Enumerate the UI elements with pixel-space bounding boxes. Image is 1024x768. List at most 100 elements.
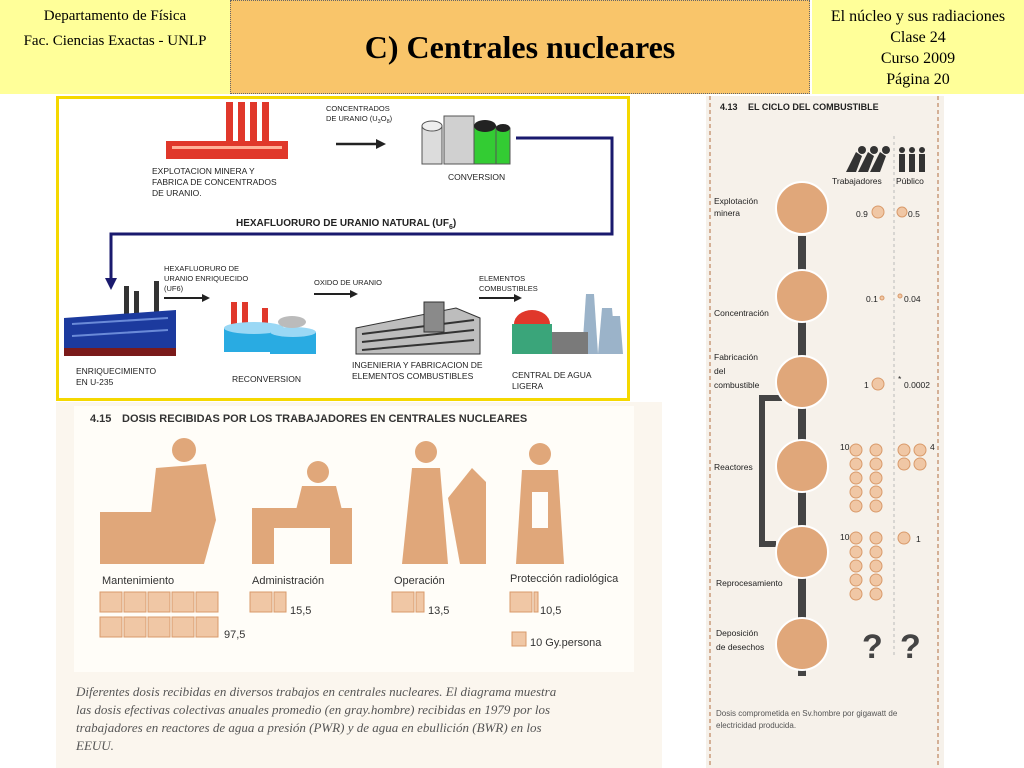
enrichment-plant-icon (64, 281, 176, 356)
reactor-workers-circles (849, 443, 883, 513)
stage-label-reactors: Reactores (714, 462, 753, 472)
public-icon (899, 147, 925, 172)
dose-panel: 4.15 DOSIS RECIBIDAS POR LOS TRABAJADORE… (56, 402, 662, 768)
conversion-label: CONVERSION (448, 172, 505, 182)
page-number: Página 20 (886, 71, 950, 88)
course-year: Curso 2009 (880, 50, 956, 67)
public-column-label: Público (896, 176, 924, 186)
reactors-workers-value: 10 (840, 442, 850, 452)
engineering-label-1: INGENIERIA Y FABRICACION DE (352, 360, 483, 370)
radiation-protection-label: Protección radiológica (510, 573, 619, 585)
operation-worker-icon (402, 441, 486, 564)
dose-figure-title: DOSIS RECIBIDAS POR LOS TRABAJADORES EN … (122, 413, 527, 425)
workers-column-label: Trabajadores (832, 176, 882, 186)
concentration-public-value: 0.04 (904, 294, 921, 304)
mining-label-2: FABRICA DE CONCENTRADOS (152, 177, 277, 187)
uranium-oxide-label: DE URANIO (U3O8) (326, 114, 393, 125)
legend-swatch (511, 631, 527, 647)
oxide-label: OXIDO DE URANIO (314, 278, 382, 287)
reprocessing-workers-value: 10 (840, 532, 850, 542)
fuel-cycle-diagram: EXPLOTACION MINERA Y FABRICA DE CONCENTR… (56, 96, 630, 401)
stage-label-mining-2: minera (714, 208, 740, 218)
concentration-stage-icon (775, 269, 829, 323)
caption-line-2: las dosis efectivas colectivas anuales p… (76, 702, 550, 717)
light-water-label-1: CENTRAL DE AGUA (512, 370, 592, 380)
administration-label: Administración (252, 575, 324, 587)
administration-value: 15,5 (290, 605, 311, 617)
mining-factory-icon (166, 102, 288, 159)
enriched-label-3: (UF6) (164, 284, 184, 293)
enrichment-label-2: EN U-235 (76, 377, 114, 387)
stage-label-concentration: Concentración (714, 308, 769, 318)
enrichment-label-1: ENRIQUECIMIENTO (76, 366, 157, 376)
radiation-protection-worker-icon (516, 443, 564, 564)
maintenance-value: 97,5 (224, 629, 245, 641)
reconversion-label: RECONVERSION (232, 374, 301, 384)
operation-value: 13,5 (428, 605, 449, 617)
faculty-label: Fac. Ciencias Exactas - UNLP (23, 33, 207, 49)
elements-label-2: COMBUSTIBLES (479, 284, 538, 293)
flow-line (109, 136, 614, 282)
mining-workers-value: 0.9 (856, 209, 868, 219)
cycle-figure-title: EL CICLO DEL COMBUSTIBLE (748, 102, 879, 112)
footnote-line-1: Dosis comprometida en Sv.hombre por giga… (716, 709, 898, 718)
workers-icon (846, 146, 890, 172)
fabrication-public-value: 0.0002 (904, 380, 930, 390)
title-box: C) Centrales nucleares (230, 0, 810, 94)
waste-public-value: ? (900, 628, 921, 666)
hexafluoride-title: HEXAFLUORURO DE URANIO NATURAL (UF6) (236, 218, 456, 231)
stage-label-fabrication-2: del (714, 366, 725, 376)
mining-stage-icon (775, 181, 829, 235)
caption-line-1: Diferentes dosis recibidas en diversos t… (75, 684, 557, 699)
reactors-public-value: 4 (930, 442, 935, 452)
class-number: Clase 24 (890, 29, 946, 46)
dose-circles-small (871, 205, 908, 391)
stage-label-fabrication-1: Fabricación (714, 352, 758, 362)
legend-label: 10 Gy.persona (530, 637, 602, 649)
waste-stage-icon (775, 617, 829, 671)
department-label: Departamento de Física (43, 8, 187, 24)
enriched-label-2: URANIO ENRIQUECIDO (164, 274, 248, 283)
fabrication-public-star: * (898, 374, 902, 384)
administration-dose-blocks (249, 591, 287, 613)
reprocessing-workers-circles (849, 531, 883, 601)
dose-figure-number: 4.15 (90, 413, 111, 425)
radiation-protection-value: 10,5 (540, 605, 561, 617)
mining-label-3: DE URANIO. (152, 188, 202, 198)
reprocessing-loop (759, 395, 782, 547)
waste-workers-value: ? (862, 628, 883, 666)
operation-dose-blocks (391, 591, 425, 613)
radiation-protection-dose-blocks (509, 591, 539, 613)
maintenance-dose-blocks (99, 591, 219, 638)
engineering-label-2: ELEMENTOS COMBUSTIBLES (352, 371, 474, 381)
light-water-label-2: LIGERA (512, 381, 544, 391)
header-left: Departamento de Física Fac. Ciencias Exa… (0, 0, 230, 94)
enriched-label-1: HEXAFLUORURO DE (164, 264, 239, 273)
fabrication-workers-value: 1 (864, 380, 869, 390)
cycle-figure-number: 4.13 (720, 102, 738, 112)
reconversion-plant-icon (224, 302, 316, 354)
concentrates-label: CONCENTRADOS (326, 104, 390, 113)
stage-label-fabrication-3: combustible (714, 380, 760, 390)
light-water-plant-icon (512, 294, 623, 354)
stage-label-mining-1: Explotación (714, 196, 758, 206)
reprocessing-stage-icon (775, 525, 829, 579)
header-right: El núcleo y sus radiaciones Clase 24 Cur… (812, 0, 1024, 94)
mining-public-value: 0.5 (908, 209, 920, 219)
reprocessing-public-circle (897, 531, 911, 545)
page-title: C) Centrales nucleares (364, 29, 676, 65)
stage-label-waste-2: de desechos (716, 642, 764, 652)
operation-label: Operación (394, 575, 445, 587)
reactor-stage-icon (775, 439, 829, 493)
stage-label-reprocessing: Reprocesamiento (716, 578, 783, 588)
concentration-workers-value: 0.1 (866, 294, 878, 304)
footnote-line-2: electricidad producida. (716, 721, 796, 730)
stage-label-waste-1: Deposición (716, 628, 758, 638)
conversion-plant-icon (421, 115, 511, 165)
fabrication-stage-icon (775, 355, 829, 409)
course-topic: El núcleo y sus radiaciones (830, 8, 1006, 25)
caption-line-4: EEUU. (75, 738, 114, 753)
administration-worker-icon (252, 461, 352, 564)
reprocessing-public-value: 1 (916, 534, 921, 544)
maintenance-label: Mantenimiento (102, 575, 174, 587)
